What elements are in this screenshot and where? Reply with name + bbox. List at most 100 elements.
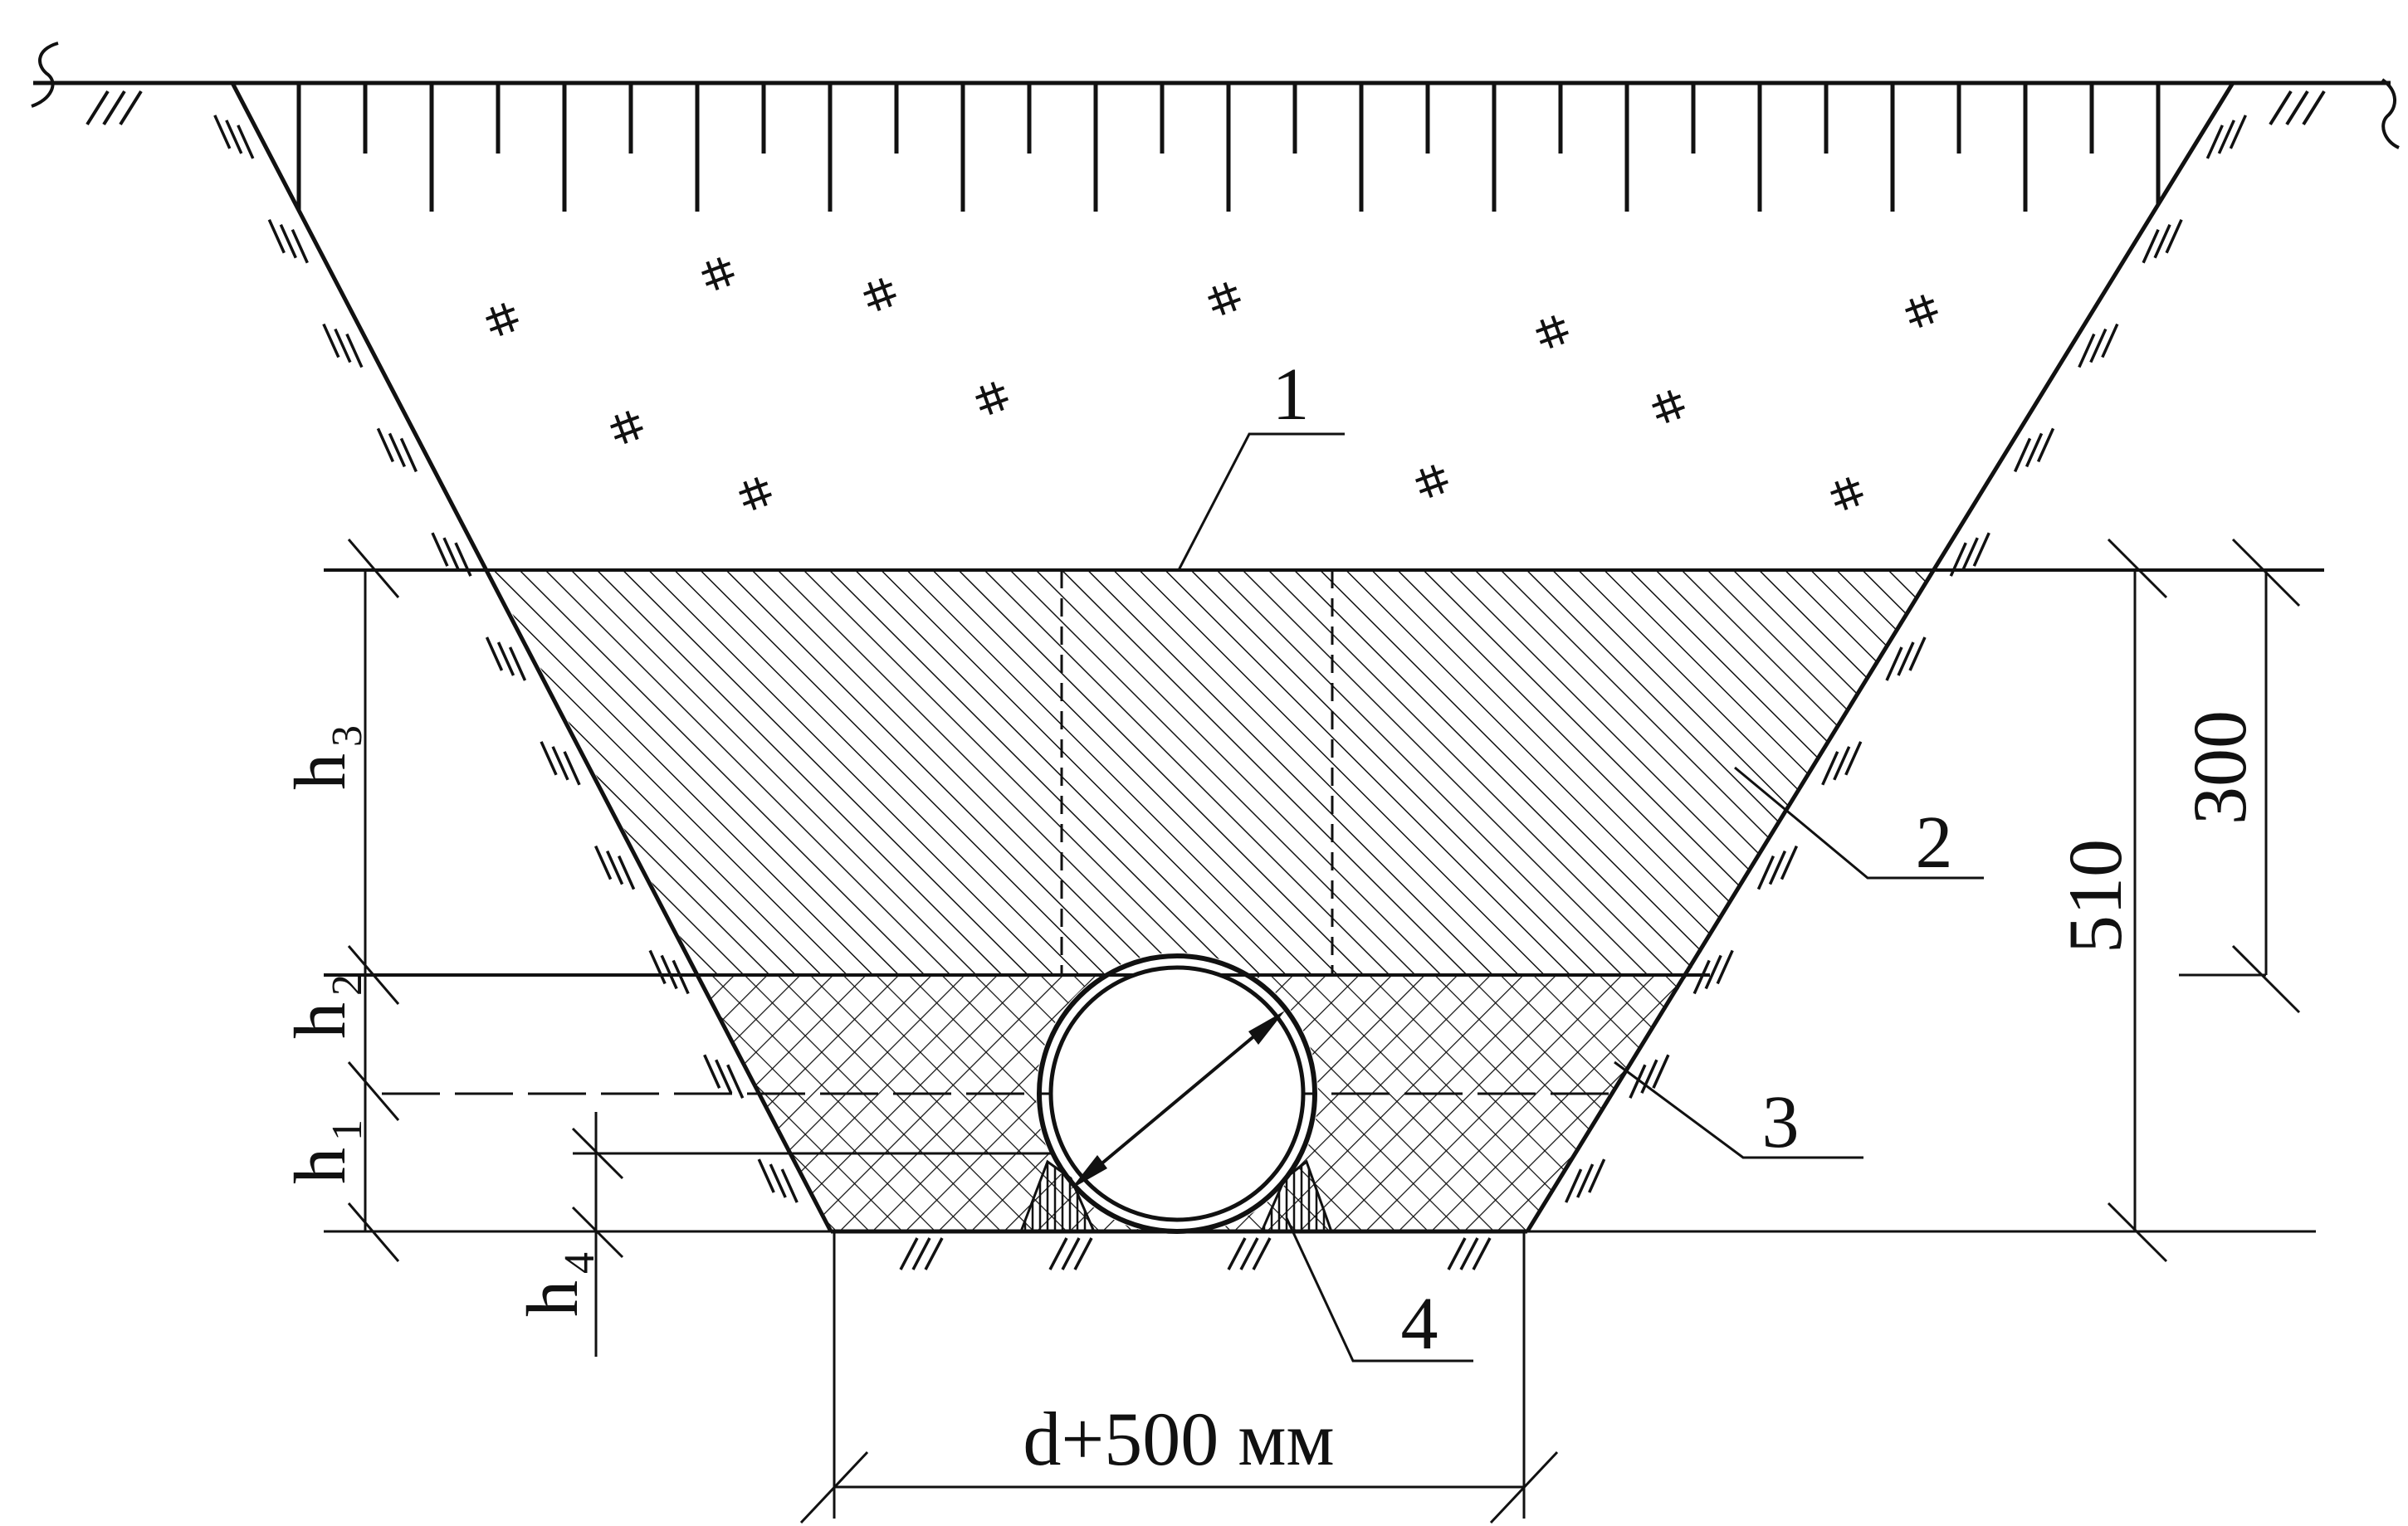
label-h4: h 4 — [513, 1252, 603, 1317]
topsoil-ticks — [296, 83, 2161, 212]
break-mark-right — [2381, 78, 2400, 149]
wall-hatch-stroke — [605, 850, 624, 885]
wall-hatch-stroke — [442, 537, 461, 572]
wall-hatch-stroke — [1692, 959, 1711, 995]
wall-hatch-stroke — [703, 1054, 721, 1089]
wall-hatch-stroke — [2153, 224, 2171, 259]
wall-hatch-stroke — [213, 115, 232, 149]
fill-symbol — [1415, 465, 1448, 498]
break-mark-left — [31, 41, 59, 108]
wall-hatch-stroke — [2229, 115, 2247, 149]
wall-hatch-stroke — [1768, 850, 1787, 885]
label-h3: h 3 — [281, 725, 371, 790]
ground-hatch-surface — [85, 90, 2326, 126]
pipe — [1037, 953, 1317, 1234]
wall-hatch-stroke — [267, 219, 286, 254]
wall-hatch-stroke — [715, 1059, 733, 1094]
wall-hatch-stroke — [388, 432, 407, 468]
wall-hatch-stroke — [1821, 751, 1839, 786]
wall-hatch-stroke — [660, 954, 678, 990]
fill-symbol — [863, 278, 896, 311]
wall-hatch-stroke — [2025, 432, 2044, 468]
wall-hatch-stroke — [322, 323, 340, 358]
wall-hatch-stroke — [2142, 229, 2160, 264]
wall-hatch-stroke — [1629, 1064, 1647, 1099]
svg-text:2: 2 — [324, 974, 371, 996]
wall-hatch-stroke — [2165, 219, 2183, 254]
wall-hatch-stroke — [508, 646, 527, 681]
fill-soil-symbols — [486, 257, 1938, 510]
wall-hatch-stroke — [496, 641, 515, 676]
wall-hatch-stroke — [376, 427, 395, 463]
svg-text:h: h — [281, 753, 361, 790]
callout-1: 4 — [1401, 1283, 1438, 1365]
wall-hatch-stroke — [648, 949, 667, 985]
wall-hatch-stroke — [1908, 636, 1927, 671]
wall-hatch-stroke — [540, 741, 558, 776]
callout-4: 1 — [1272, 353, 1310, 436]
wall-hatch-stroke — [1844, 741, 1863, 776]
bottom-width-dimension — [799, 1231, 1559, 1524]
wall-hatch-stroke — [485, 636, 504, 671]
wall-hatch-stroke — [1756, 855, 1775, 890]
wall-hatch-stroke — [563, 751, 581, 786]
wall-hatch-stroke — [551, 746, 569, 781]
svg-text:h: h — [281, 1002, 361, 1039]
pipe-diameter-line — [1077, 1016, 1278, 1184]
wall-hatch-stroke — [2078, 333, 2096, 368]
fill-symbol — [1830, 477, 1863, 510]
wall-hatch-stroke — [1588, 1158, 1606, 1193]
right-dimension-lines — [2107, 538, 2301, 1263]
callout-leaders — [1177, 432, 1984, 1363]
fill-symbol — [975, 382, 1009, 415]
wall-hatch-stroke — [2013, 437, 2032, 473]
wall-hatch-stroke — [237, 124, 255, 159]
trench-bottom-hatching — [899, 1237, 1492, 1270]
svg-text:h: h — [281, 1148, 361, 1184]
fill-symbol — [739, 477, 772, 510]
dimension-510: 510 — [2053, 839, 2137, 953]
callout-3: 2 — [1916, 802, 1953, 884]
wall-hatch-stroke — [780, 1168, 799, 1203]
fill-symbol — [1652, 390, 1685, 423]
wall-hatch-stroke — [1652, 1054, 1670, 1089]
svg-text:1: 1 — [324, 1119, 371, 1141]
wall-hatch-stroke — [769, 1163, 787, 1198]
wall-hatch-stroke — [2217, 119, 2235, 154]
fill-symbol — [1905, 295, 1938, 328]
fill-symbol — [701, 257, 735, 290]
left-dimension-chain — [347, 539, 624, 1357]
leader-4 — [1177, 432, 1345, 571]
trench-right-wall — [1525, 81, 2235, 1233]
wall-hatch-stroke — [1576, 1163, 1595, 1198]
trench-wall-hatching — [213, 115, 2247, 1203]
fill-symbol — [486, 303, 519, 336]
label-h1: h 1 — [281, 1119, 371, 1184]
leader-2 — [1614, 1060, 1863, 1159]
wall-hatch-stroke — [1961, 537, 1979, 572]
svg-text:3: 3 — [324, 725, 371, 747]
trench-left-wall — [230, 81, 833, 1233]
wall-hatch-stroke — [225, 119, 243, 154]
fill-symbol — [1208, 282, 1241, 315]
wall-hatch-stroke — [431, 532, 449, 567]
label-h2: h 2 — [281, 974, 371, 1039]
wall-hatch-stroke — [1780, 845, 1799, 880]
wall-hatch-stroke — [757, 1158, 775, 1193]
wall-hatch-stroke — [672, 959, 690, 995]
leader-1 — [1285, 1217, 1473, 1363]
wall-hatch-stroke — [1716, 949, 1734, 985]
wall-hatch-stroke — [1833, 746, 1851, 781]
wall-hatch-stroke — [1704, 954, 1722, 990]
wall-hatch-stroke — [1565, 1168, 1583, 1203]
wall-hatch-stroke — [399, 437, 418, 473]
wall-hatch-stroke — [726, 1064, 745, 1099]
wall-hatch-stroke — [2205, 124, 2224, 159]
wall-hatch-stroke — [593, 845, 613, 880]
wall-hatch-stroke — [1897, 641, 1915, 676]
wall-hatch-stroke — [2101, 323, 2119, 358]
wall-hatch-stroke — [1972, 532, 1990, 567]
wall-hatch-stroke — [2089, 328, 2108, 363]
